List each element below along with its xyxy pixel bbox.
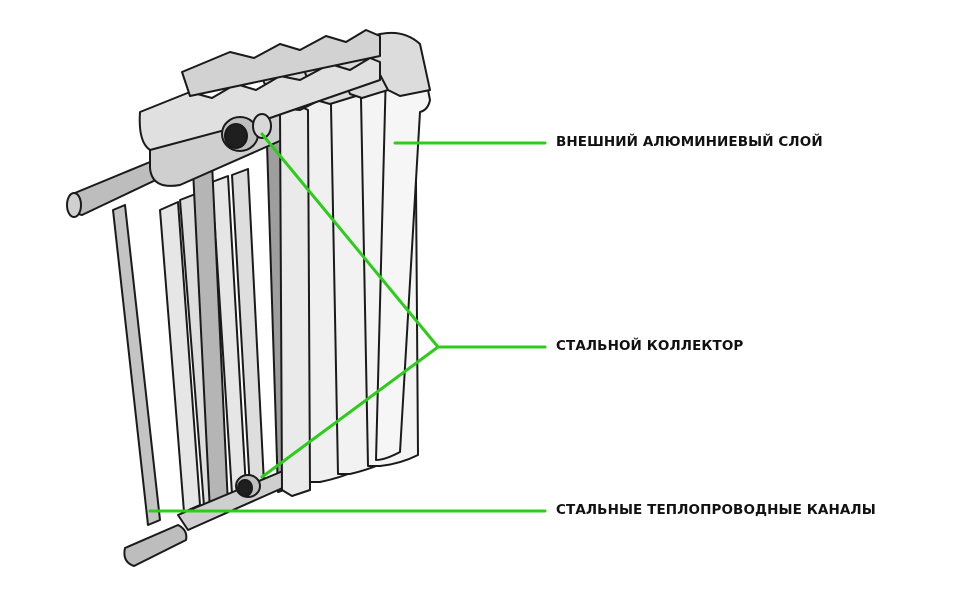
label-steel-channels: СТАЛЬНЫЕ ТЕПЛОПРОВОДНЫЕ КАНАЛЫ bbox=[556, 502, 876, 518]
top-inlet-ring bbox=[252, 113, 272, 139]
bottom-outlet-inner bbox=[237, 479, 253, 497]
label-outer-aluminum-layer: ВНЕШНИЙ АЛЮМИНИЕВЫЙ СЛОЙ bbox=[556, 134, 823, 150]
label-steel-collector: СТАЛЬНОЙ КОЛЛЕКТОР bbox=[556, 338, 744, 354]
aluminum-sections bbox=[138, 29, 431, 497]
left-vertical-tube bbox=[112, 204, 161, 526]
aluminum-section-1 bbox=[375, 65, 431, 461]
top-inlet-inner bbox=[224, 123, 248, 149]
pipe-openings bbox=[221, 113, 272, 498]
callout-line-collector-bottom bbox=[260, 345, 440, 479]
bottom-left-stub bbox=[123, 524, 188, 567]
steel-frame bbox=[66, 95, 301, 567]
callout-lines bbox=[148, 132, 547, 513]
top-left-pipe-end bbox=[66, 192, 82, 218]
aluminum-back-fins-top bbox=[181, 29, 381, 97]
top-left-pipe bbox=[68, 161, 161, 216]
aluminum-back-fins bbox=[138, 57, 381, 151]
